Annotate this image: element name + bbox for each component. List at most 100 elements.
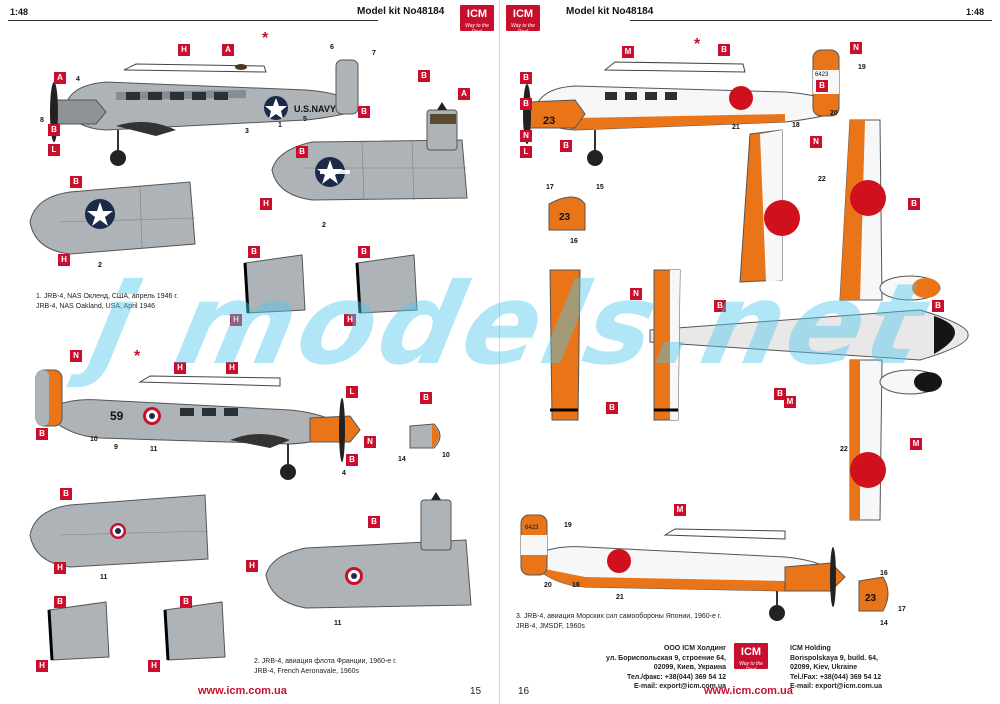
- left-page: 1:48 Model kit No48184 ICM Way to the Re…: [8, 5, 494, 697]
- callout-tag: H: [36, 660, 48, 672]
- svg-text:23: 23: [559, 212, 571, 223]
- callout-tag: B: [36, 428, 48, 440]
- callout-number: 9: [114, 444, 118, 451]
- flap-detail-2: [355, 254, 418, 314]
- callout-tag: B: [180, 596, 192, 608]
- scale-label: 1:48: [10, 7, 29, 17]
- callout-tag: H: [260, 198, 272, 210]
- callout-tag: B: [714, 300, 726, 312]
- callout-number: 6: [330, 44, 334, 51]
- callout-tag: H: [226, 362, 238, 374]
- callout-number: 21: [616, 594, 624, 601]
- callout-number: 17: [546, 184, 554, 191]
- footer-url[interactable]: www.icm.com.ua: [198, 685, 287, 697]
- callout-tag: B: [60, 488, 72, 500]
- flap-detail-3: [47, 601, 110, 661]
- asterisk-marker: *: [262, 30, 269, 47]
- callout-tag: N: [810, 136, 822, 148]
- callout-tag: A: [54, 72, 66, 84]
- callout-tag: B: [358, 106, 370, 118]
- tail-code-59: 59: [110, 409, 124, 423]
- aircraft-3-side-view: 23 6423: [523, 49, 840, 166]
- callout-tag: B: [816, 80, 828, 92]
- aircraft-2-wing-right: [265, 492, 472, 609]
- callout-tag: B: [520, 98, 532, 110]
- caption-3: 3. JRB-4, авиация Морских сил самооборон…: [516, 613, 722, 630]
- asterisk-marker: *: [134, 348, 141, 365]
- address-en: ICM Holding Borispolskaya 9, build. 64, …: [790, 645, 883, 690]
- callout-number: 7: [372, 50, 376, 57]
- callout-tag: M: [784, 396, 796, 408]
- callout-tag: B: [248, 246, 260, 258]
- aircraft-1-wing-left: [29, 181, 196, 255]
- callout-tag: L: [520, 146, 532, 158]
- callout-tag: B: [358, 246, 370, 258]
- callout-number: 16: [880, 570, 888, 577]
- callout-tag: B: [418, 70, 430, 82]
- aircraft-2-wing-left: [29, 494, 209, 568]
- tail-detail-lower: 23: [858, 576, 889, 612]
- flap-detail-4: [163, 601, 226, 661]
- callout-number: 20: [830, 110, 838, 117]
- callout-tag: B: [346, 454, 358, 466]
- callout-tag: B: [54, 596, 66, 608]
- header-rule: [630, 20, 992, 21]
- callout-tag: N: [70, 350, 82, 362]
- callout-tag: B: [606, 402, 618, 414]
- callout-tag: B: [718, 44, 730, 56]
- caption-1: 1. JRB-4, NAS Окленд, США, апрель 1946 г…: [36, 293, 178, 310]
- callout-tag: B: [908, 198, 920, 210]
- callout-number: 19: [858, 64, 866, 71]
- footer-url[interactable]: www.icm.com.ua: [704, 685, 793, 697]
- callout-number: 18: [572, 582, 580, 589]
- jp-number-top: 6423: [815, 72, 829, 78]
- callout-number: 3: [245, 128, 249, 135]
- aircraft-2-side-view: 59: [35, 369, 361, 480]
- callout-number: 2: [322, 222, 326, 229]
- callout-tag: B: [48, 124, 60, 136]
- asterisk-marker: *: [694, 36, 701, 53]
- callout-number: 20: [544, 582, 552, 589]
- aircraft-1-wing-right: [271, 102, 468, 201]
- callout-number: 14: [398, 456, 406, 463]
- callout-tag: B: [368, 516, 380, 528]
- callout-tag: B: [774, 388, 786, 400]
- callout-tag: B: [420, 392, 432, 404]
- callout-tag: H: [148, 660, 160, 672]
- callout-number: 8: [40, 117, 44, 124]
- callout-tag: H: [178, 44, 190, 56]
- callout-number: 11: [100, 574, 108, 581]
- callout-number: 4: [76, 76, 80, 83]
- header-rule: [8, 20, 378, 21]
- callout-number: 21: [732, 124, 740, 131]
- callout-number: 18: [792, 122, 800, 129]
- callout-number: 11: [150, 446, 158, 453]
- callout-tag: M: [910, 438, 922, 450]
- flap-detail-1: [243, 254, 306, 314]
- callout-number: 1: [278, 122, 282, 129]
- callout-tag: B: [520, 72, 532, 84]
- callout-tag: M: [674, 504, 686, 516]
- caption-2: 2. JRB-4, авиация флота Франции, 1960-е …: [254, 658, 397, 675]
- callout-tag: B: [70, 176, 82, 188]
- callout-tag: H: [58, 254, 70, 266]
- callout-tag: B: [560, 140, 572, 152]
- jp-number-lower: 6423: [525, 525, 539, 531]
- callout-tag: N: [630, 288, 642, 300]
- icm-logo: ICM Way to the Real: [506, 5, 540, 35]
- callout-number: 16: [570, 238, 578, 245]
- callout-number: 10: [90, 436, 98, 443]
- callout-number: 22: [840, 446, 848, 453]
- svg-text:23: 23: [865, 593, 877, 604]
- address-ru: ООО ICM Холдинг ул. Бориспольская 9, стр…: [606, 645, 726, 690]
- callout-number: 14: [880, 620, 888, 627]
- callout-tag: L: [48, 144, 60, 156]
- nacelle-detail: [409, 423, 441, 449]
- callout-number: 10: [442, 452, 450, 459]
- aircraft-3-planform: [549, 119, 969, 521]
- callout-tag: N: [520, 130, 532, 142]
- callout-tag: N: [364, 436, 376, 448]
- icm-logo-footer: ICM Way to the Real: [734, 643, 768, 673]
- page-number: 16: [518, 686, 530, 697]
- callout-number: 4: [342, 470, 346, 477]
